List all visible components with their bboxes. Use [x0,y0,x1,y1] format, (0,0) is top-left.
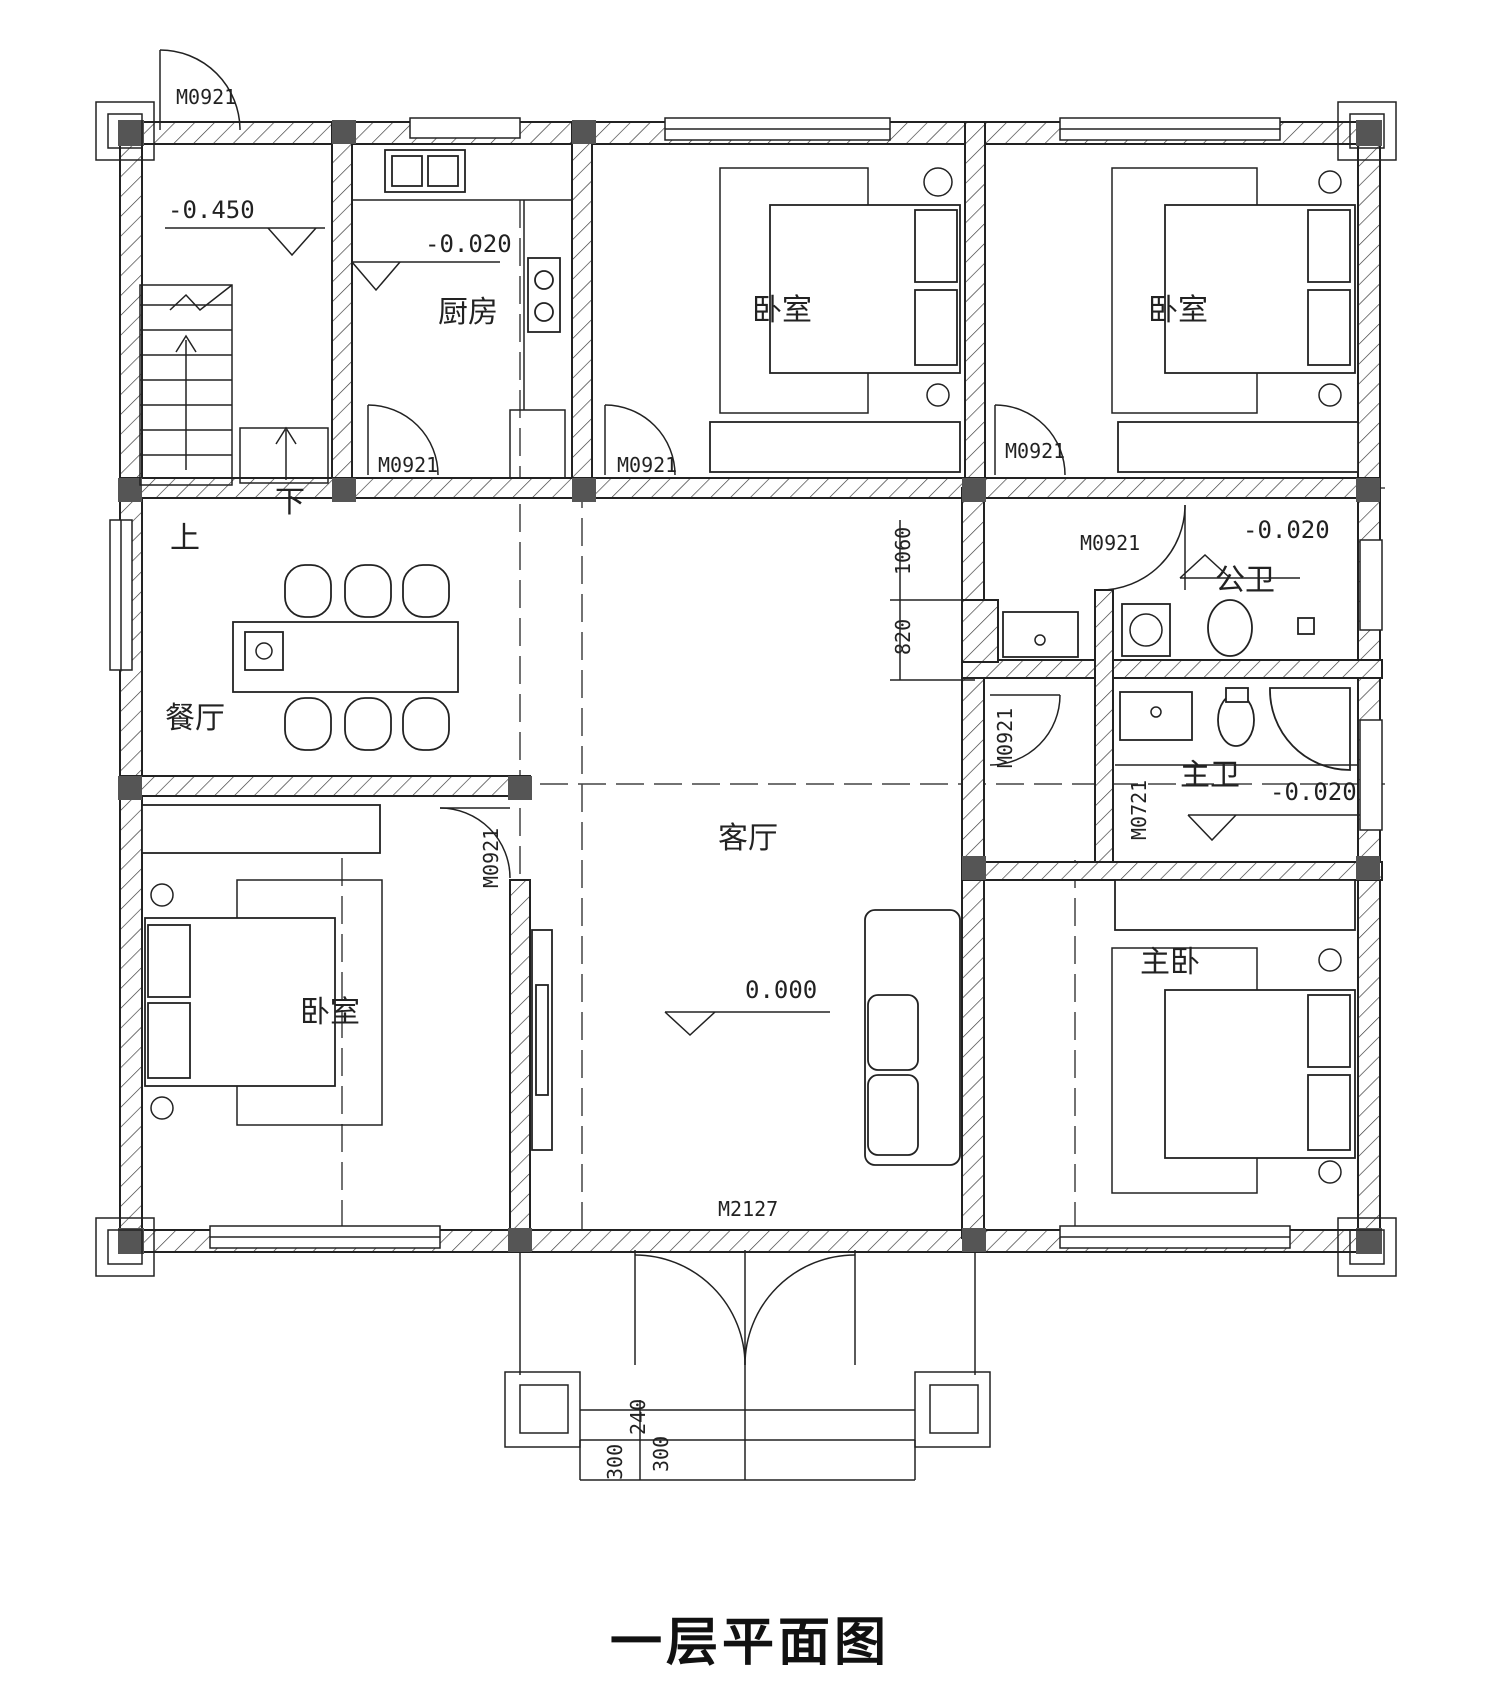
room-label-public-bathroom: 公卫 [1215,563,1275,598]
elevation-public-bathroom: -0.020 [1243,516,1330,544]
room-label-kitchen: 厨房 [438,295,498,330]
stair-label-down: 下 [275,485,305,520]
bedroom-top-middle-furniture [709,167,961,473]
room-label-dining: 餐厅 [165,701,225,736]
dimension-1060: 1060 [891,527,915,575]
dimension-300-inner: 300 [649,1436,673,1472]
elevation-living: 0.000 [745,976,817,1004]
door-code-main-entrance: M2127 [718,1197,778,1221]
bedroom-top-right-furniture [1111,167,1359,473]
door-code-kitchen: M0921 [378,453,438,477]
staircase [139,284,329,486]
windows [109,117,1383,1249]
door-code-bedroom-top-middle: M0921 [617,453,677,477]
elevation-master-bathroom: -0.020 [1270,778,1357,806]
master-bedroom-furniture [1111,879,1356,1194]
room-label-bedroom-top-middle: 卧室 [752,293,812,328]
master-bathroom-fixtures [1115,687,1358,771]
public-bathroom-fixtures [1002,599,1315,658]
interior-walls [119,121,1383,1241]
elevation-stair: -0.450 [168,196,255,224]
structural-columns [118,120,1382,1254]
door-code-bedroom-bottom-left: M0921 [479,828,503,888]
dining-table [232,564,459,751]
kitchen-fixtures [352,149,572,479]
entrance-porch [504,1252,991,1481]
door-code-master-bathroom: M0721 [1127,780,1151,840]
dimension-300-outer: 300 [603,1444,627,1480]
room-label-master-bedroom: 主卧 [1140,945,1200,980]
bedroom-bottom-left-furniture [141,804,383,1126]
door-code-public-bathroom: M0921 [1080,531,1140,555]
stair-label-up: 上 [170,521,200,556]
room-label-bedroom-bottom-left: 卧室 [300,995,360,1030]
door-swings [159,49,1186,1480]
room-label-bedroom-top-right: 卧室 [1148,293,1208,328]
door-code-master-suite: M0921 [993,708,1017,768]
drawing-title: 一层平面图 [609,1613,890,1673]
dimension-820: 820 [891,619,915,655]
elevation-markers [165,227,1360,1037]
dimension-lines [639,520,975,1480]
room-label-living: 客厅 [718,821,778,856]
living-room-furniture [531,909,961,1166]
corner-pilasters [95,101,1397,1277]
room-label-master-bathroom: 主卫 [1180,758,1240,793]
door-code-entry-top-left: M0921 [176,85,236,109]
dimension-240: 240 [626,1399,650,1435]
elevation-kitchen: -0.020 [425,230,512,258]
door-code-bedroom-top-right: M0921 [1005,439,1065,463]
